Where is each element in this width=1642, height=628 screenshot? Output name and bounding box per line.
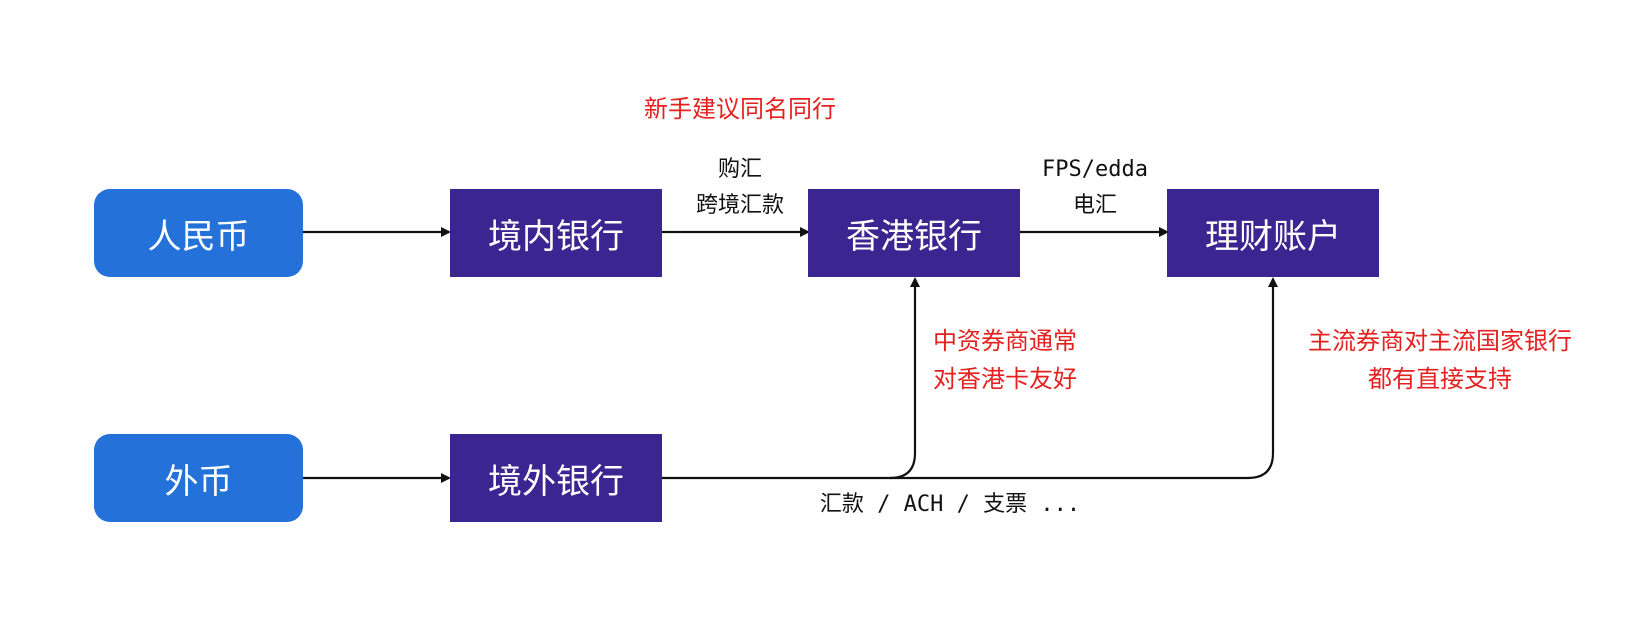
arrow-overseas-to-hk-bank [662, 277, 920, 480]
note-chinese-brokers: 中资券商通常 对香港卡友好 [920, 322, 1090, 398]
edge-label-domestic-to-hk: 购汇 跨境汇款 [660, 152, 820, 224]
node-rmb: 人民币 [94, 189, 303, 277]
edge-label-overseas-transfer: 汇款 / ACH / 支票 ... [819, 492, 1081, 517]
arrow-overseas-to-wealth-account [890, 277, 1278, 480]
node-foreign-currency: 外币 [94, 434, 303, 522]
node-overseas-bank: 境外银行 [450, 434, 662, 522]
node-domestic-bank: 境内银行 [450, 189, 662, 277]
note-line: 主流券商对主流国家银行 [1308, 327, 1572, 355]
edge-label-line: 跨境汇款 [695, 193, 784, 218]
node-hk-bank: 香港银行 [808, 189, 1020, 277]
note-line: 对香港卡友好 [933, 365, 1077, 393]
node-wealth-account: 理财账户 [1167, 189, 1379, 277]
edge-label-line: FPS/edda [1042, 157, 1148, 182]
edge-label-line: 电汇 [1072, 193, 1117, 218]
note-mainstream-brokers: 主流券商对主流国家银行 都有直接支持 [1290, 322, 1590, 398]
note-line: 中资券商通常 [933, 327, 1077, 355]
edge-label-hk-to-wealth: FPS/edda 电汇 [1010, 152, 1180, 224]
note-beginner-tip: 新手建议同名同行 [644, 95, 836, 123]
note-line: 都有直接支持 [1368, 365, 1512, 393]
edge-label-line: 购汇 [717, 157, 762, 182]
